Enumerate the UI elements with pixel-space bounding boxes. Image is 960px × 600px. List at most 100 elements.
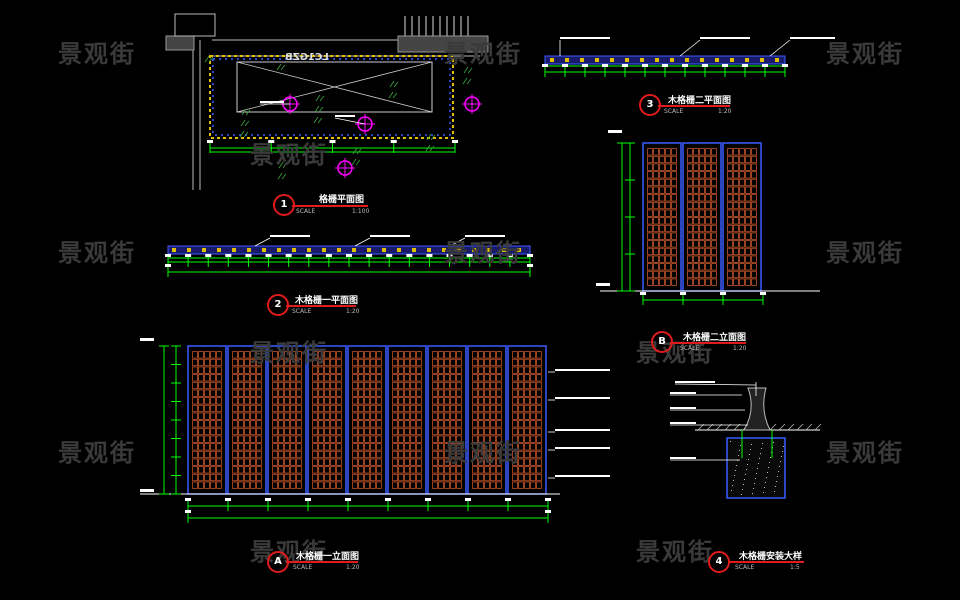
elevation-a-panel-cell — [512, 473, 518, 482]
post-section — [743, 387, 771, 431]
elevation-a-panel-cell — [244, 397, 250, 405]
elevation-a-panel-cell — [336, 481, 342, 489]
elevation-a-panel-cell — [456, 435, 462, 443]
elevation-a-panel-cell — [204, 351, 210, 359]
plant-stroke — [466, 78, 472, 85]
strip-post — [172, 248, 176, 252]
elevation-b-panel-cell — [705, 186, 711, 194]
elevation-a-panel-cell — [490, 443, 496, 451]
elevation-a-panel-cell — [312, 473, 318, 482]
elevation-a-panel-cell — [232, 412, 238, 420]
elevation-a-panel-cell — [336, 397, 342, 405]
elevation-a-panel-cell — [238, 381, 244, 390]
elevation-b-panel-cell — [733, 178, 739, 187]
elevation-a-panel-cell — [250, 412, 256, 420]
elevation-a-panel-cell — [210, 481, 216, 489]
elevation-b-panel-cell — [739, 155, 745, 164]
elevation-b-panel-cell — [705, 240, 711, 248]
elevation-a-panel-cell — [284, 420, 290, 428]
elevation-a-panel-cell — [358, 374, 364, 382]
elevation-a-panel-cell — [512, 404, 518, 413]
elevation-a-panel-cell — [324, 466, 330, 474]
planter-border — [209, 55, 454, 139]
strip3-note-leader — [769, 39, 791, 57]
elevation-a-panel-cell — [416, 366, 422, 374]
elevation-a-panel-cell — [278, 435, 284, 443]
elevation-a-panel-cell — [244, 404, 250, 413]
elevation-a-panel-cell — [284, 435, 290, 443]
elevation-a-panel-cell — [256, 374, 262, 382]
elevation-a-panel-cell — [484, 397, 490, 405]
elevation-a-panel-cell — [478, 374, 484, 382]
elevation-a-panel-cell — [450, 374, 456, 382]
concrete-dot — [759, 458, 760, 459]
elevation-a-panel-cell — [404, 366, 410, 374]
soil-hatch — [778, 423, 786, 431]
elevation-a-panel-cell — [312, 458, 318, 466]
elevation-a-panel-cell — [398, 389, 404, 397]
elevation-a-panel-cell — [512, 351, 518, 359]
elevation-a-panel-cell — [364, 450, 370, 459]
column-outline — [174, 13, 216, 37]
strip3-post — [655, 58, 659, 62]
strip3-post — [550, 58, 554, 62]
elevation-b-panel-cell — [751, 186, 757, 194]
elevation-b-panel-cell — [733, 148, 739, 156]
elevation-a-panel-cell — [290, 389, 296, 397]
elevation-a-panel-cell — [472, 366, 478, 374]
elevation-a-panel-cell — [312, 481, 318, 489]
elevation-a-panel-cell — [330, 397, 336, 405]
elevation-a-panel-cell — [404, 473, 410, 482]
elevation-a-panel-cell — [398, 443, 404, 451]
elevation-a-panel-cell — [364, 466, 370, 474]
elevation-a-panel-cell — [198, 381, 204, 390]
elevation-a-panel-cell — [524, 466, 530, 474]
elevation-b-panel-cell — [687, 240, 693, 248]
elevation-a-panel-cell — [444, 404, 450, 413]
elevation-a-panel-cell — [518, 351, 524, 359]
elevation-a-panel-cell — [524, 358, 530, 367]
elevation-a-panel-cell — [450, 358, 456, 367]
elevation-a-panel-cell — [496, 381, 502, 390]
elevation-b-panel-cell — [653, 194, 659, 202]
elevation-a-panel-cell — [192, 443, 198, 451]
elevation-b-panel-cell — [665, 178, 671, 187]
watermark: 景观街 — [444, 439, 522, 467]
elevation-a-panel-cell — [518, 404, 524, 413]
plant-stroke — [277, 172, 283, 180]
plant-stroke — [314, 105, 320, 113]
elevation-b-panel-cell — [687, 148, 693, 156]
elevation-a-panel-cell — [404, 358, 410, 367]
elevation-a-panel-cell — [204, 389, 210, 397]
elevation-a-panel-cell — [490, 450, 496, 459]
elevation-a-panel-cell — [272, 435, 278, 443]
elevation-a-note-text — [555, 369, 610, 371]
elevation-a-panel-cell — [312, 404, 318, 413]
elevation-a-panel-cell — [330, 389, 336, 397]
elevation-b-panel-cell — [751, 178, 757, 187]
view-b-underline — [670, 342, 746, 344]
elevation-b-panel-cell — [739, 270, 745, 279]
elevation-b-panel-cell — [705, 278, 711, 286]
elevation-a-panel-cell — [478, 351, 484, 359]
elevation-a-dim-total-text — [185, 510, 191, 513]
strip3-post — [670, 58, 674, 62]
elevation-a-panel-cell — [336, 366, 342, 374]
elevation-a-panel-cell — [330, 466, 336, 474]
elevation-a-panel-cell — [456, 351, 462, 359]
elevation-b-panel-cell — [671, 270, 677, 279]
plant-stroke — [278, 161, 284, 169]
elevation-b-panel-cell — [687, 224, 693, 233]
elevation-a-panel-cell — [198, 397, 204, 405]
elevation-a-panel-cell — [358, 473, 364, 482]
elevation-b-panel-cell — [699, 224, 705, 233]
elevation-a-panel-cell — [512, 466, 518, 474]
elevation-a-panel-cell — [216, 404, 222, 413]
elevation-a-panel-cell — [198, 466, 204, 474]
elevation-a-panel-cell — [376, 358, 382, 367]
watermark: 景观街 — [636, 538, 714, 566]
elevation-a-panel-cell — [358, 466, 364, 474]
elevation-a-panel-cell — [450, 427, 456, 436]
elevation-a-panel-cell — [290, 412, 296, 420]
elevation-a-panel-cell — [530, 366, 536, 374]
